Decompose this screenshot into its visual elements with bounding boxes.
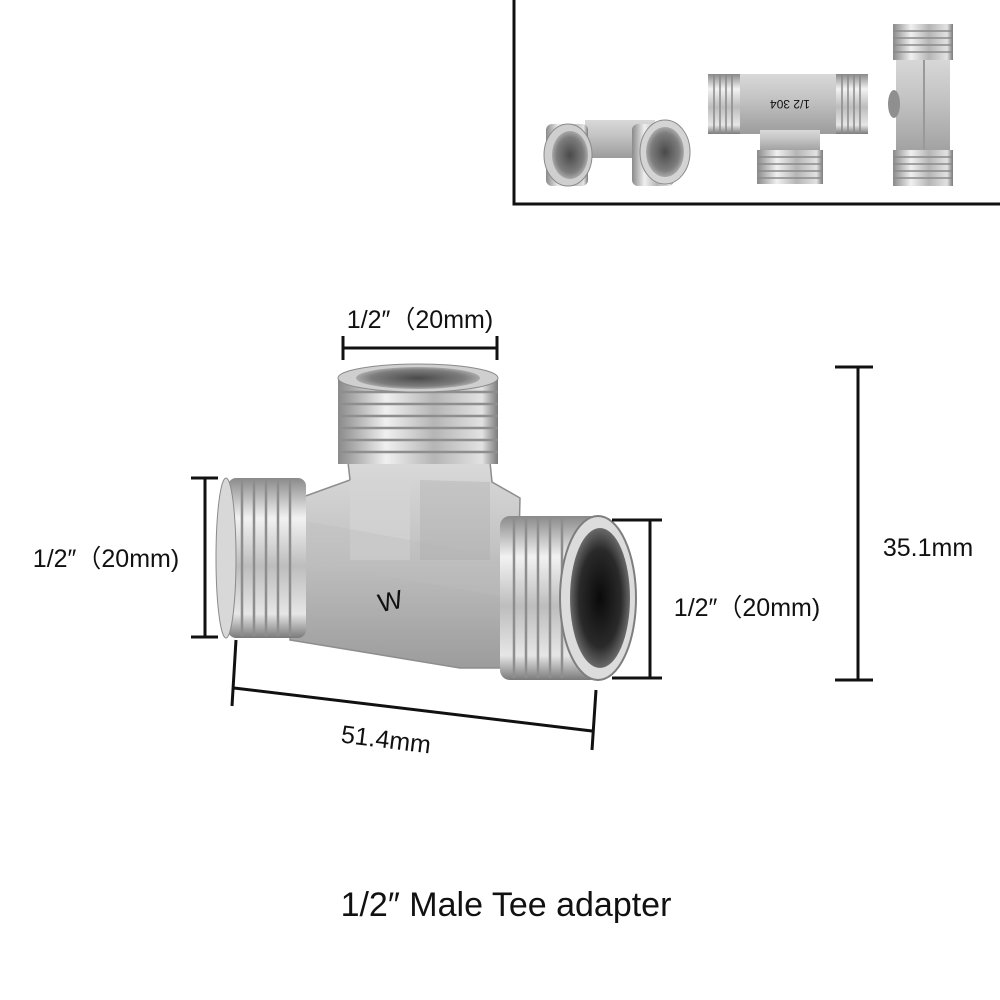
- length-label: 51.4mm: [339, 721, 432, 760]
- dimension-lines: [191, 336, 873, 751]
- right-port-label: 1/2″（20mm): [674, 594, 820, 622]
- left-port: [215, 477, 306, 639]
- height-dimension-line: [835, 365, 873, 682]
- left-port-label: 1/2″（20mm): [33, 545, 179, 573]
- top-port: [337, 363, 499, 464]
- inset-front-view: 1/2 304: [708, 74, 868, 184]
- inset-panel: 1/2 304: [512, 0, 1000, 206]
- product-caption: 1/2″ Male Tee adapter: [341, 886, 672, 924]
- top-dimension-line: [341, 336, 499, 360]
- length-dimension-line: [230, 639, 598, 751]
- inset-end-view: [543, 119, 691, 187]
- left-dimension-line: [191, 476, 218, 639]
- right-port: [500, 515, 637, 681]
- inset-side-view: [888, 24, 953, 186]
- right-dimension-line: [612, 518, 662, 680]
- top-port-label: 1/2″（20mm): [347, 306, 493, 334]
- inset-frame: [512, 0, 1000, 206]
- height-label: 35.1mm: [883, 534, 973, 562]
- tee-fitting: W: [215, 363, 637, 681]
- inset-body-mark: 1/2 304: [770, 97, 810, 111]
- tee-body: [289, 461, 521, 669]
